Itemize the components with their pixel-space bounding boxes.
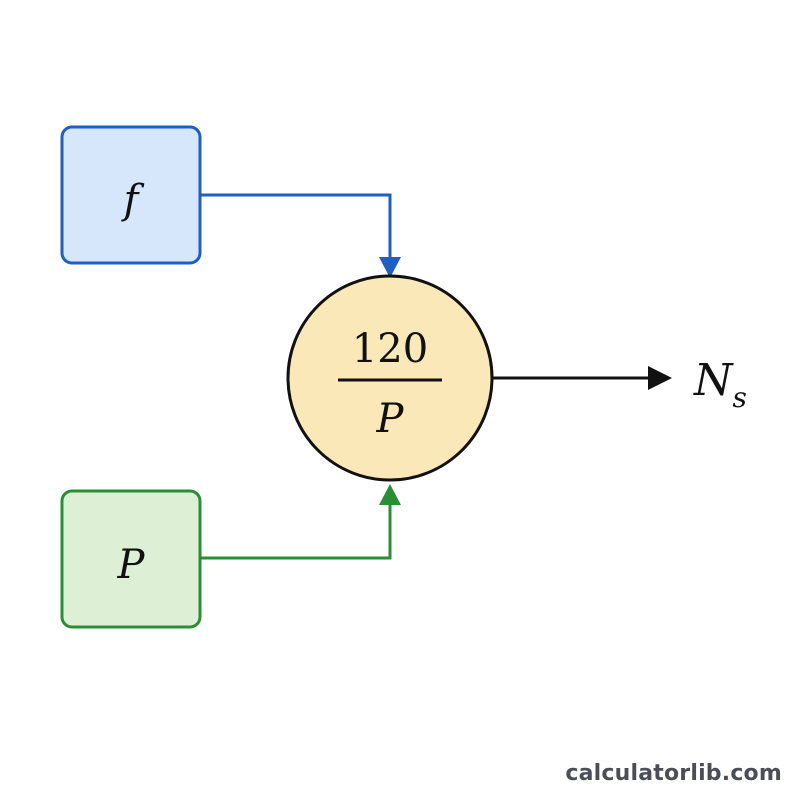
output-symbol-subscript: s — [733, 381, 747, 414]
arrowhead-p — [379, 484, 401, 505]
output-symbol-main: N — [693, 355, 734, 406]
input-box-f — [60, 125, 202, 265]
arrowhead-f — [379, 257, 401, 278]
connector-f-to-node — [200, 193, 392, 265]
operation-node — [286, 274, 494, 482]
output-symbol: Ns — [693, 355, 747, 414]
input-label-p: P — [117, 542, 146, 588]
output-arrowhead — [648, 366, 672, 390]
connector-p-to-node — [200, 498, 392, 560]
input-box-p — [60, 489, 202, 629]
fraction-numerator: 120 — [352, 326, 428, 372]
fraction-denominator: P — [376, 396, 405, 442]
watermark: calculatorlib.com — [565, 761, 782, 786]
